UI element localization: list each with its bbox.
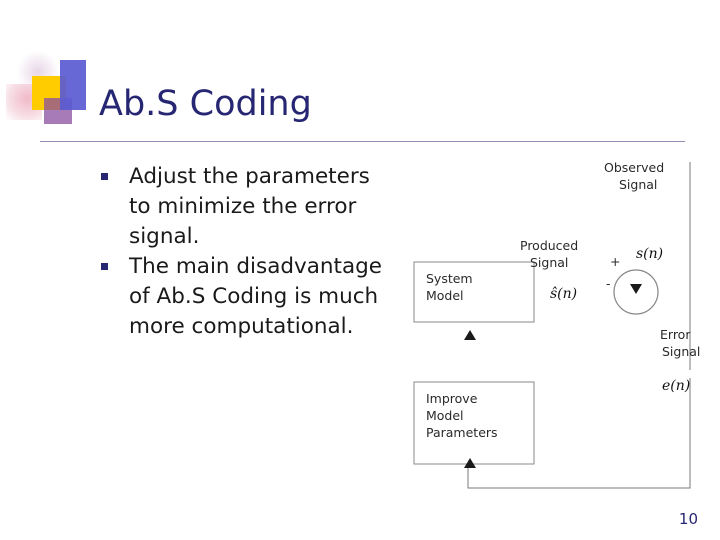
bullet-list: Adjust the parameters to minimize the er… bbox=[98, 162, 398, 342]
error-signal-label-line2: Signal bbox=[662, 344, 700, 359]
diagram-frame-feedback-path bbox=[467, 378, 691, 489]
bullet-marker-icon bbox=[101, 263, 108, 270]
observed-signal-label-line1: Observed bbox=[604, 160, 664, 175]
produced-signal-label-line1: Produced bbox=[520, 238, 578, 253]
observed-signal-label-line2: Signal bbox=[619, 177, 657, 192]
system-model-label-line2: Model bbox=[426, 288, 464, 303]
title-divider bbox=[40, 141, 685, 142]
improve-model-parameters-block bbox=[413, 381, 535, 465]
error-signal-variable: e(n) bbox=[662, 378, 690, 394]
improve-model-label-line2: Model bbox=[426, 408, 464, 423]
minus-sign-label: - bbox=[606, 276, 611, 291]
improve-model-label-line3: Parameters bbox=[426, 425, 498, 440]
arrow-up-into-system-model-icon bbox=[464, 330, 476, 340]
list-item: Adjust the parameters to minimize the er… bbox=[98, 162, 398, 252]
analysis-by-synthesis-diagram: System Model Improve Model Parameters + … bbox=[408, 150, 708, 495]
plus-sign-label: + bbox=[610, 254, 620, 269]
page-number: 10 bbox=[678, 510, 698, 528]
produced-signal-label-line2: Signal bbox=[530, 255, 568, 270]
system-model-label-line1: System bbox=[426, 271, 473, 286]
list-item-text: Adjust the parameters to minimize the er… bbox=[129, 164, 370, 249]
observed-signal-variable: s(n) bbox=[636, 246, 663, 262]
slide-title: Ab.S Coding bbox=[99, 84, 312, 124]
decorative-square-blue bbox=[60, 60, 86, 110]
bullet-marker-icon bbox=[101, 173, 108, 180]
improve-model-label-line1: Improve bbox=[426, 391, 478, 406]
arrow-down-into-summing-junction-icon bbox=[630, 284, 642, 294]
arrow-up-into-improve-model-icon bbox=[464, 458, 476, 468]
list-item: The main disadvantage of Ab.S Coding is … bbox=[98, 252, 398, 342]
error-signal-label-line1: Error bbox=[660, 327, 691, 342]
system-model-block bbox=[413, 261, 535, 323]
list-item-text: The main disadvantage of Ab.S Coding is … bbox=[129, 254, 383, 339]
decorative-corner-graphic bbox=[0, 38, 110, 148]
produced-signal-variable: ŝ(n) bbox=[550, 286, 577, 302]
